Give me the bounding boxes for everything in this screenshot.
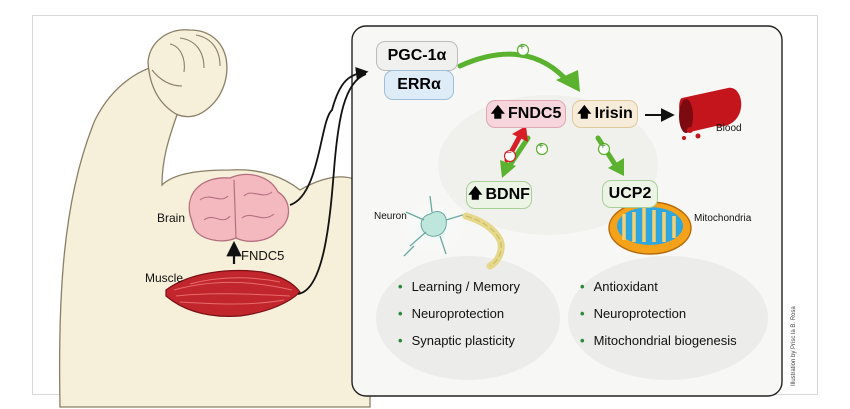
irisin-box: 🡅 Irisin bbox=[572, 100, 638, 128]
blood-vessel bbox=[679, 87, 742, 140]
illustration-credit: Illustration by Prisc la B. Rosa bbox=[791, 306, 797, 386]
bullet-icon: • bbox=[398, 306, 403, 321]
erra-box: ERRα bbox=[384, 70, 454, 100]
effect-item: • Learning / Memory bbox=[398, 279, 520, 294]
increase-arrow-icon: 🡅 bbox=[490, 104, 506, 120]
bdnf-label: BDNF bbox=[485, 186, 530, 203]
effect-text: Mitochondrial biogenesis bbox=[593, 333, 737, 348]
effect-text: Neuroprotection bbox=[411, 306, 505, 321]
muscle-illustration bbox=[165, 270, 301, 317]
blood-label: Blood bbox=[716, 123, 742, 134]
activation-sign: + bbox=[600, 141, 606, 152]
bdnf-box: 🡅 BDNF bbox=[466, 181, 532, 209]
ucp2-box: UCP2 bbox=[602, 180, 658, 208]
increase-arrow-icon: 🡅 bbox=[577, 104, 592, 120]
effect-text: Neuroprotection bbox=[593, 306, 687, 321]
muscle-label: Muscle bbox=[145, 271, 184, 285]
irisin-label: Irisin bbox=[594, 105, 633, 122]
effect-text: Synaptic plasticity bbox=[411, 333, 515, 348]
neuron-illustration bbox=[398, 195, 505, 270]
effect-item: • Mitochondrial biogenesis bbox=[580, 333, 737, 348]
effect-item: • Synaptic plasticity bbox=[398, 333, 515, 348]
effect-text: Antioxidant bbox=[593, 279, 658, 294]
fndc5-box: 🡅 FNDC5 bbox=[486, 100, 566, 128]
mitochondria-label: Mitochondria bbox=[694, 213, 752, 224]
increase-arrow-icon: 🡅 bbox=[468, 185, 483, 201]
inhibition-sign: − bbox=[506, 148, 512, 159]
effect-item: • Neuroprotection bbox=[398, 306, 504, 321]
brain-label: Brain bbox=[157, 211, 186, 225]
effect-item: • Antioxidant bbox=[580, 279, 658, 294]
erra-label: ERRα bbox=[397, 76, 441, 93]
fndc5-vertical-label: FNDC5 bbox=[241, 248, 285, 263]
pgc1a-box: PGC-1α bbox=[376, 41, 458, 71]
ucp2-label: UCP2 bbox=[608, 185, 652, 202]
activation-sign: + bbox=[538, 141, 544, 152]
pgc1a-label: PGC-1α bbox=[387, 47, 447, 64]
bullet-icon: • bbox=[580, 333, 585, 348]
fist bbox=[147, 29, 228, 118]
mitochondria-illustration bbox=[608, 201, 692, 255]
neuron-label: Neuron bbox=[374, 211, 407, 222]
effect-item: • Neuroprotection bbox=[580, 306, 686, 321]
bullet-icon: • bbox=[580, 306, 585, 321]
bullet-icon: • bbox=[398, 279, 403, 294]
fndc5-label: FNDC5 bbox=[508, 105, 562, 122]
brain-illustration bbox=[188, 173, 290, 242]
bullet-icon: • bbox=[398, 333, 403, 348]
bullet-icon: • bbox=[580, 279, 585, 294]
activation-sign: + bbox=[519, 42, 525, 53]
effect-text: Learning / Memory bbox=[411, 279, 520, 294]
